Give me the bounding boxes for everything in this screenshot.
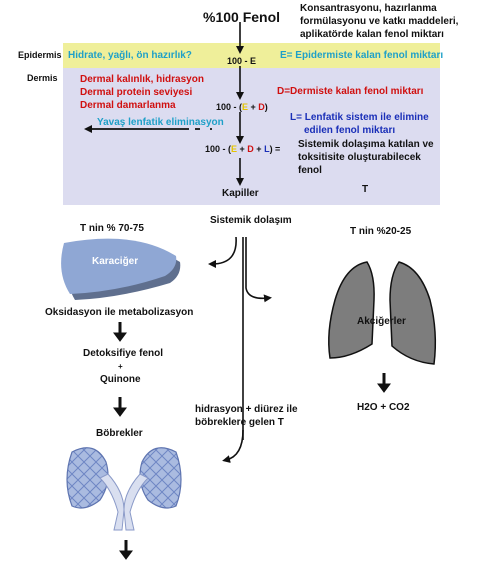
arrow-kidneys-out [119,540,133,560]
systemic-note-3: fenol [298,165,322,176]
dermis-label: Dermis [27,73,58,83]
legend-l-1: L= Lenfatik sistem ile elimine [290,112,429,123]
epidermis-label: Epidermis [18,50,62,60]
concentration-note-3: aplikatörde kalan fenol miktarı [300,29,444,40]
legend-e: E= Epidermiste kalan fenol miktarı [280,50,444,61]
term-d: D [258,102,265,112]
legend-d: D=Dermiste kalan fenol miktarı [277,86,424,97]
liver-shape [61,238,181,300]
term-e: E [242,102,249,112]
liver-share-label: T nin % 70-75 [80,223,144,234]
legend-l-2: edilen fenol miktarı [304,125,396,136]
detox-label: Detoksifiye fenol [83,348,164,359]
lung-share-label: T nin %20-25 [350,226,412,237]
systemic-circulation-label: Sistemik dolaşım [210,215,292,226]
plus-sign: + [118,362,123,371]
dermis-factor-3: Dermal damarlanma [80,100,176,111]
lungs-shape [328,261,437,365]
lung-output-label: H2O + CO2 [357,402,410,413]
concentration-note-2: formülasyonu ve katkı maddeleri, [300,16,459,27]
arrow-to-lungs [245,237,272,303]
epidermis-factors: Hidrate, yağlı, ön hazırlık? [68,50,192,61]
kidney-note-2: böbreklere gelen T [195,417,284,428]
arrow-quinone-to-kidneys [113,397,127,417]
term-l: L [264,144,270,154]
epidermis-band [63,43,440,68]
kidneys-shape [66,447,182,531]
lymph-slow-label: Yavaş lenfatik eliminasyon [97,117,224,128]
systemic-note-2: toksitisite oluşturabilecek [298,152,421,163]
systemic-note-1: Sistemik dolaşıma katılan ve [298,139,434,150]
t-label: T [362,184,369,195]
lungs-label: Akciğerler [357,316,406,327]
arrow-oxidation-to-detox [113,322,127,342]
dermis-factor-1: Dermal kalınlık, hidrasyon [80,74,204,85]
capillary-label: Kapiller [222,188,259,199]
arrow-to-kidneys [222,429,244,463]
kidneys-title: Böbrekler [96,428,143,439]
arrow-to-liver [208,236,237,268]
quinone-label: Quinone [100,374,141,385]
skin-panel [63,43,440,205]
term-e: E [231,144,238,154]
concentration-note-1: Konsantrasyonu, hazırlanma [300,3,437,14]
kidney-note-1: hidrasyon + diürez ile [195,404,298,415]
expression-d: 100 - (E + D) [216,102,268,112]
dermis-factor-2: Dermal protein seviyesi [80,87,193,98]
expression-e: 100 - E [227,56,257,66]
arrow-lungs-out [377,373,391,393]
phenol-total: %100 Fenol [203,9,281,25]
liver-label: Karaciğer [92,256,139,267]
oxidation-label: Oksidasyon ile metabolizasyon [45,307,194,318]
expression-l: 100 - (E + D + L) = [205,144,281,154]
term-d: D [247,144,254,154]
